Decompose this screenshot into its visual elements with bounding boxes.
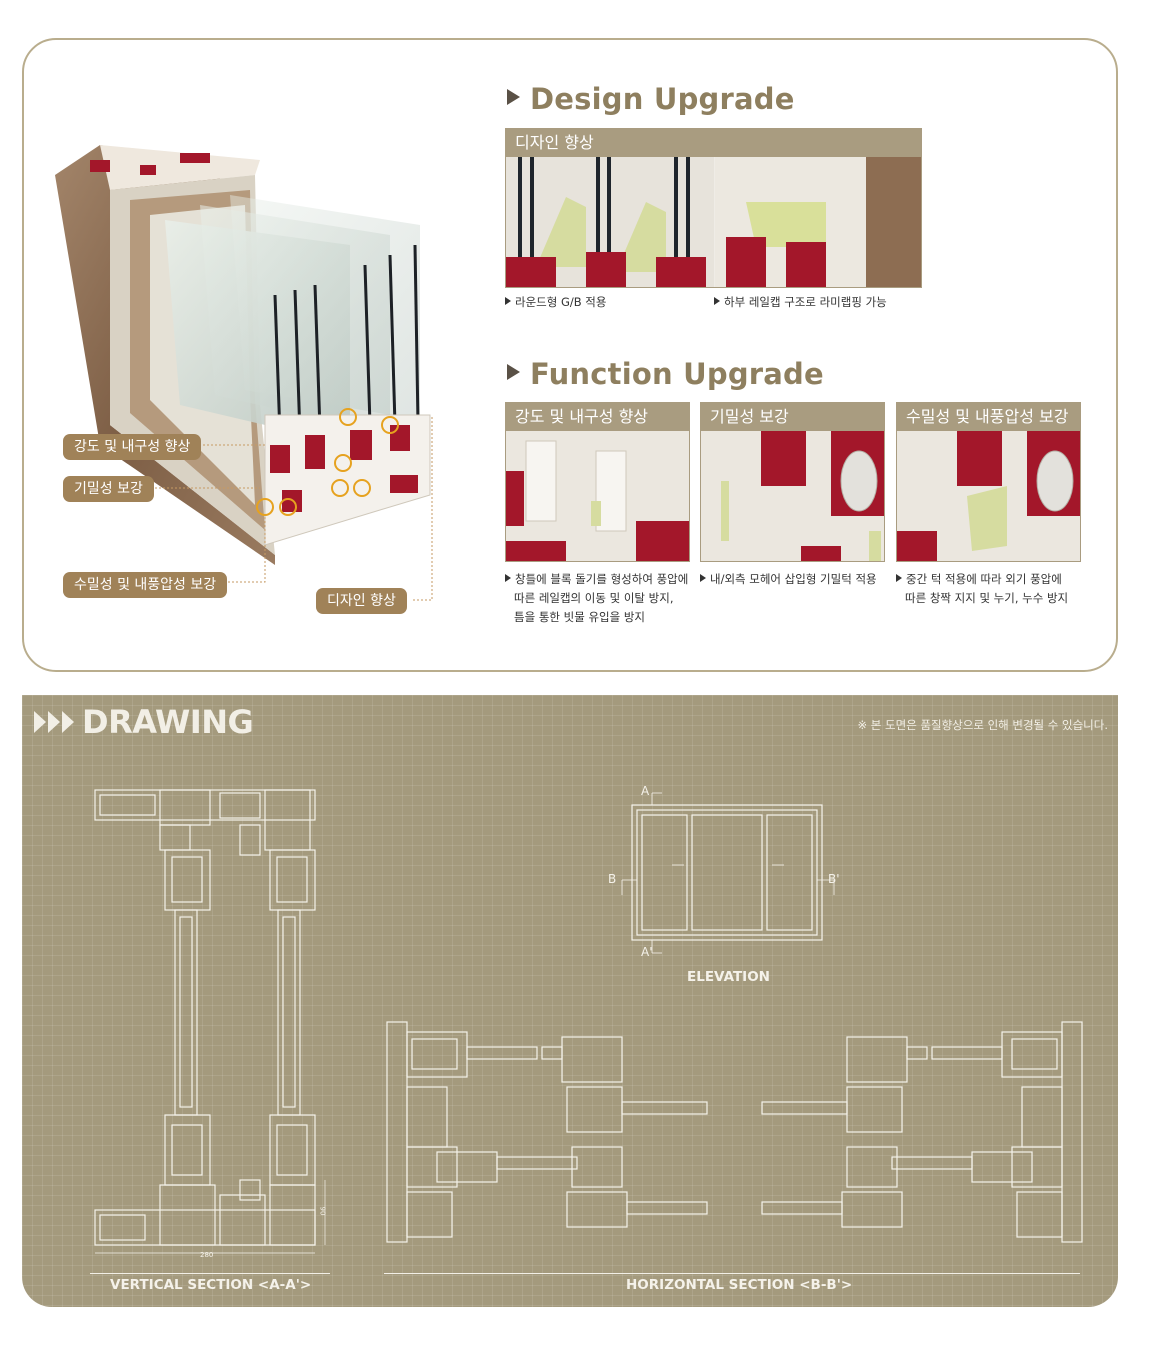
dim-height: 90 [318, 1206, 327, 1216]
design-caption-2-text: 하부 레일캡 구조로 라미랩핑 가능 [724, 295, 887, 309]
function-header-watertight: 수밀성 및 내풍압성 보강 [897, 403, 1080, 431]
function-upgrade-title-text: Function Upgrade [530, 357, 824, 391]
function-image-strength: 강도 및 내구성 향상 [505, 402, 690, 562]
function-caption-watertight: 중간 턱 적용에 따라 외기 풍압에 따른 창짝 지지 및 누기, 누수 방지 [896, 570, 1068, 608]
horizontal-section-drawing [386, 1021, 1083, 1243]
design-upgrade-image: 디자인 향상 [505, 128, 922, 288]
horizontal-section-underline [384, 1273, 1080, 1274]
vertical-section-drawing [94, 789, 326, 1254]
function-photo-strength [506, 431, 689, 561]
design-caption-1-text: 라운드형 G/B 적용 [515, 295, 607, 309]
function-caption-watertight-line-2: 따른 창짝 지지 및 누기, 누수 방지 [905, 591, 1069, 605]
bullet-icon [700, 574, 706, 582]
function-caption-airtight-line-1: 내/외측 모헤어 삽입형 기밀턱 적용 [700, 570, 877, 589]
design-upgrade-title: Design Upgrade [507, 82, 795, 116]
chevron-icon [62, 711, 74, 733]
drawing-title-text: DRAWING [82, 703, 254, 741]
callout-strength: 강도 및 내구성 향상 [63, 434, 202, 460]
chevron-icon [48, 711, 60, 733]
bullet-icon [714, 297, 720, 305]
elevation-label: ELEVATION [687, 969, 770, 985]
function-upgrade-title: Function Upgrade [507, 357, 824, 391]
bullet-icon [505, 574, 511, 582]
function-caption-strength: 창틀에 블록 돌기를 형성하여 풍압에 따른 레일캡의 이동 및 이탈 방지, … [505, 570, 688, 627]
drawing-title: DRAWING [34, 703, 254, 741]
horizontal-section-label: HORIZONTAL SECTION <B-B'> [626, 1277, 853, 1293]
function-caption-watertight-line-1: 중간 턱 적용에 따라 외기 풍압에 [896, 570, 1068, 589]
vertical-section-underline [90, 1273, 330, 1274]
function-photo-airtight [701, 431, 884, 561]
callout-watertight: 수밀성 및 내풍압성 보강 [63, 572, 228, 598]
chevron-icon [34, 711, 46, 733]
elevation-mark-b2: B' [828, 872, 840, 886]
vertical-section-label: VERTICAL SECTION <A-A'> [110, 1277, 312, 1293]
design-upgrade-photo [506, 157, 921, 287]
function-caption-strength-line-3: 틈을 통한 빗물 유입을 방지 [514, 610, 646, 624]
function-photo-watertight [897, 431, 1080, 561]
elevation-mark-a2: A' [641, 945, 653, 959]
drawing-note: ※ 본 도면은 품질향상으로 인해 변경될 수 있습니다. [857, 718, 1108, 732]
window-cutaway-illustration [55, 145, 433, 601]
design-caption-1: 라운드형 G/B 적용 [505, 293, 606, 312]
function-image-airtight: 기밀성 보강 [700, 402, 885, 562]
triangle-bullet-icon [507, 89, 520, 105]
drawing-panel: DRAWING ※ 본 도면은 품질향상으로 인해 변경될 수 있습니다. [22, 695, 1118, 1307]
function-header-airtight: 기밀성 보강 [701, 403, 884, 431]
function-caption-airtight: 내/외측 모헤어 삽입형 기밀턱 적용 [700, 570, 877, 589]
callout-design: 디자인 향상 [316, 588, 407, 614]
callout-airtight: 기밀성 보강 [63, 476, 154, 502]
design-upgrade-header: 디자인 향상 [506, 129, 921, 157]
design-caption-2: 하부 레일캡 구조로 라미랩핑 가능 [714, 293, 887, 312]
function-header-strength: 강도 및 내구성 향상 [506, 403, 689, 431]
function-caption-strength-line-2: 따른 레일캡의 이동 및 이탈 방지, [514, 591, 674, 605]
elevation-mark-a: A [641, 784, 650, 798]
dim-width: 280 [200, 1251, 214, 1259]
elevation-mark-b: B [608, 872, 617, 886]
bullet-icon [896, 574, 902, 582]
design-upgrade-title-text: Design Upgrade [530, 82, 795, 116]
elevation-drawing [621, 792, 835, 954]
bullet-icon [505, 297, 511, 305]
function-image-watertight: 수밀성 및 내풍압성 보강 [896, 402, 1081, 562]
triangle-bullet-icon [507, 364, 520, 380]
function-caption-strength-line-1: 창틀에 블록 돌기를 형성하여 풍압에 [505, 570, 688, 589]
